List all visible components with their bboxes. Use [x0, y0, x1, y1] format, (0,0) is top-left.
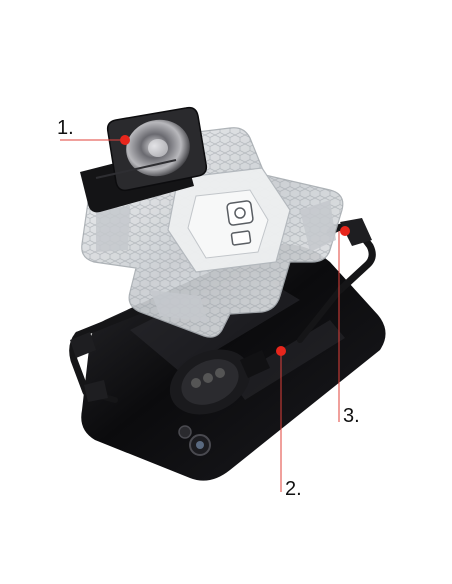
phone-camera-icon [178, 425, 211, 456]
shell-camera-cutout-icon [226, 200, 254, 246]
callout-dot-3 [340, 226, 350, 236]
callout-lines [60, 139, 340, 492]
callout-dots [120, 135, 350, 356]
callout-dot-1 [120, 135, 130, 145]
ring-holder-base [169, 349, 270, 415]
callout-label-2: 2. [285, 478, 302, 500]
ring-holder-plate [80, 106, 208, 213]
callout-label-3: 3. [343, 405, 360, 427]
callout-dot-2 [276, 346, 286, 356]
shell-side-grips [96, 200, 336, 322]
callout-label-1: 1. [57, 117, 74, 139]
